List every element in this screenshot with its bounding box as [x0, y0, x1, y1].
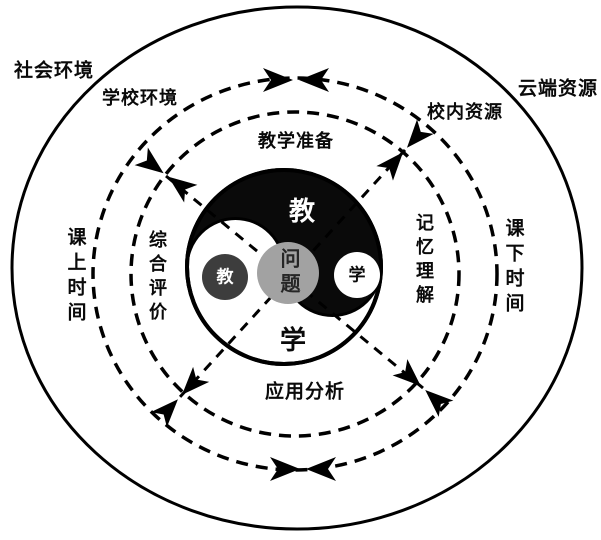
- label-comprehensive-evaluation: 综合评价: [147, 230, 167, 326]
- label-school-environment: 学校环境: [102, 88, 178, 108]
- converging-arrows-lower-left-icon: [150, 366, 210, 428]
- converging-arrows-bottom-icon: [270, 457, 336, 481]
- outer-solid-circle: [10, 5, 584, 531]
- problem-circle: [257, 242, 319, 304]
- outer-dashed-ring: [91, 76, 499, 472]
- label-in-class-time: 课上时间: [64, 227, 86, 327]
- converging-arrows-upper-right-icon: [376, 119, 434, 181]
- label-teaching-preparation: 教学准备: [258, 131, 334, 151]
- label-memory-comprehension: 记忆理解: [414, 213, 434, 309]
- label-cloud-resources: 云端资源: [517, 78, 599, 100]
- converging-arrows-lower-right-icon: [392, 359, 454, 417]
- label-application-analysis: 应用分析: [264, 381, 346, 403]
- teacher-dot-label: 教: [216, 267, 234, 287]
- label-after-class-time: 课下时间: [502, 218, 524, 318]
- label-social-environment: 社会环境: [13, 60, 95, 82]
- label-campus-resources: 校内资源: [427, 102, 503, 122]
- taiji-teach-label: 教: [288, 196, 316, 226]
- problem-label: 问题: [277, 248, 299, 298]
- middle-dashed-ring: [129, 110, 461, 438]
- taiji-outline: [185, 168, 383, 366]
- taiji-learn-label: 学: [279, 325, 307, 355]
- student-dot-label: 学: [348, 265, 366, 285]
- teacher-dot: [202, 254, 248, 300]
- converging-arrows-upper-left-icon: [134, 147, 198, 203]
- converging-arrows-top-icon: [263, 68, 329, 92]
- student-dot: [334, 252, 380, 298]
